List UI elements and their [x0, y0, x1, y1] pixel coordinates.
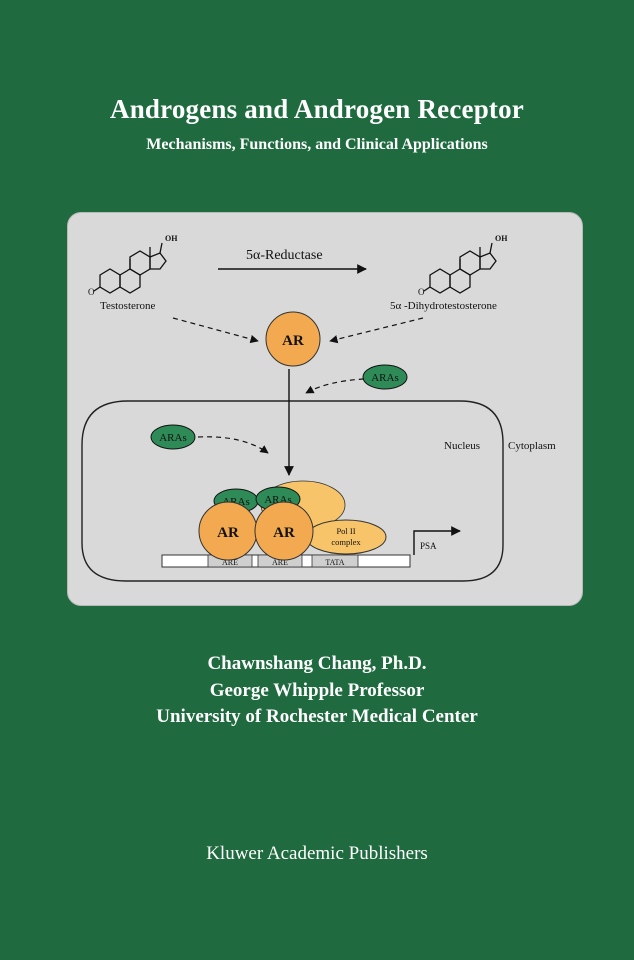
testosterone-label: Testosterone	[100, 300, 156, 312]
ar-cytoplasm-circle	[265, 311, 321, 367]
dht-to-ar-arrow	[329, 317, 424, 344]
enzyme-label: 5α-Reductase	[246, 248, 323, 263]
are-label-1: ARE	[222, 558, 238, 567]
ara-cytoplasm-arrow	[305, 378, 365, 394]
dht-o-label: O	[418, 287, 425, 297]
nucleus-outline	[81, 400, 504, 582]
ara-nucleus-arrow	[197, 436, 269, 454]
ar-dimer-circle-2	[254, 501, 314, 561]
testosterone-structure-icon	[93, 242, 167, 294]
ara-cytoplasm-label: ARAs	[371, 372, 399, 384]
publisher-name: Kluwer Academic Publishers	[206, 843, 428, 864]
testosterone-o-label: O	[88, 287, 95, 297]
testosterone-oh-label: OH	[165, 234, 178, 243]
testosterone-to-ar-arrow	[172, 317, 259, 344]
cytoplasm-label: Cytoplasm	[508, 440, 556, 452]
author-title: George Whipple Professor	[209, 680, 425, 701]
tata-box	[311, 554, 359, 568]
pol-ii-line1: Pol II	[336, 526, 355, 536]
author-name: Chawnshang Chang, Ph.D.	[207, 653, 427, 674]
dht-structure-icon	[423, 242, 497, 294]
pol-ii-line2: complex	[331, 537, 361, 547]
book-subtitle: Mechanisms, Functions, and Clinical Appl…	[146, 136, 488, 153]
book-title: Androgens and Androgen Receptor	[110, 94, 524, 124]
author-affiliation: University of Rochester Medical Center	[156, 706, 478, 727]
ar-dimer-label-2: AR	[273, 525, 295, 541]
ara-cytoplasm-ellipse	[362, 364, 408, 390]
psa-label: PSA	[420, 541, 437, 551]
ar-cytoplasm-label: AR	[282, 333, 304, 349]
diagram-svg: OH O OH O 5α-Reductase Testosterone 5α -…	[81, 234, 556, 582]
androgen-receptor-diagram: OH O OH O 5α-Reductase Testosterone 5α -…	[67, 212, 583, 606]
nucleus-label: Nucleus	[444, 440, 480, 452]
tata-label: TATA	[325, 558, 344, 567]
ar-dimer-label-1: AR	[217, 525, 239, 541]
are-label-2: ARE	[272, 558, 288, 567]
ara-nucleus-ellipse	[150, 424, 196, 450]
dht-label: 5α -Dihydrotestosterone	[390, 300, 497, 312]
ara-nucleus-label: ARAs	[159, 432, 187, 444]
dht-oh-label: OH	[495, 234, 508, 243]
psa-transcription-arrow	[413, 526, 461, 555]
